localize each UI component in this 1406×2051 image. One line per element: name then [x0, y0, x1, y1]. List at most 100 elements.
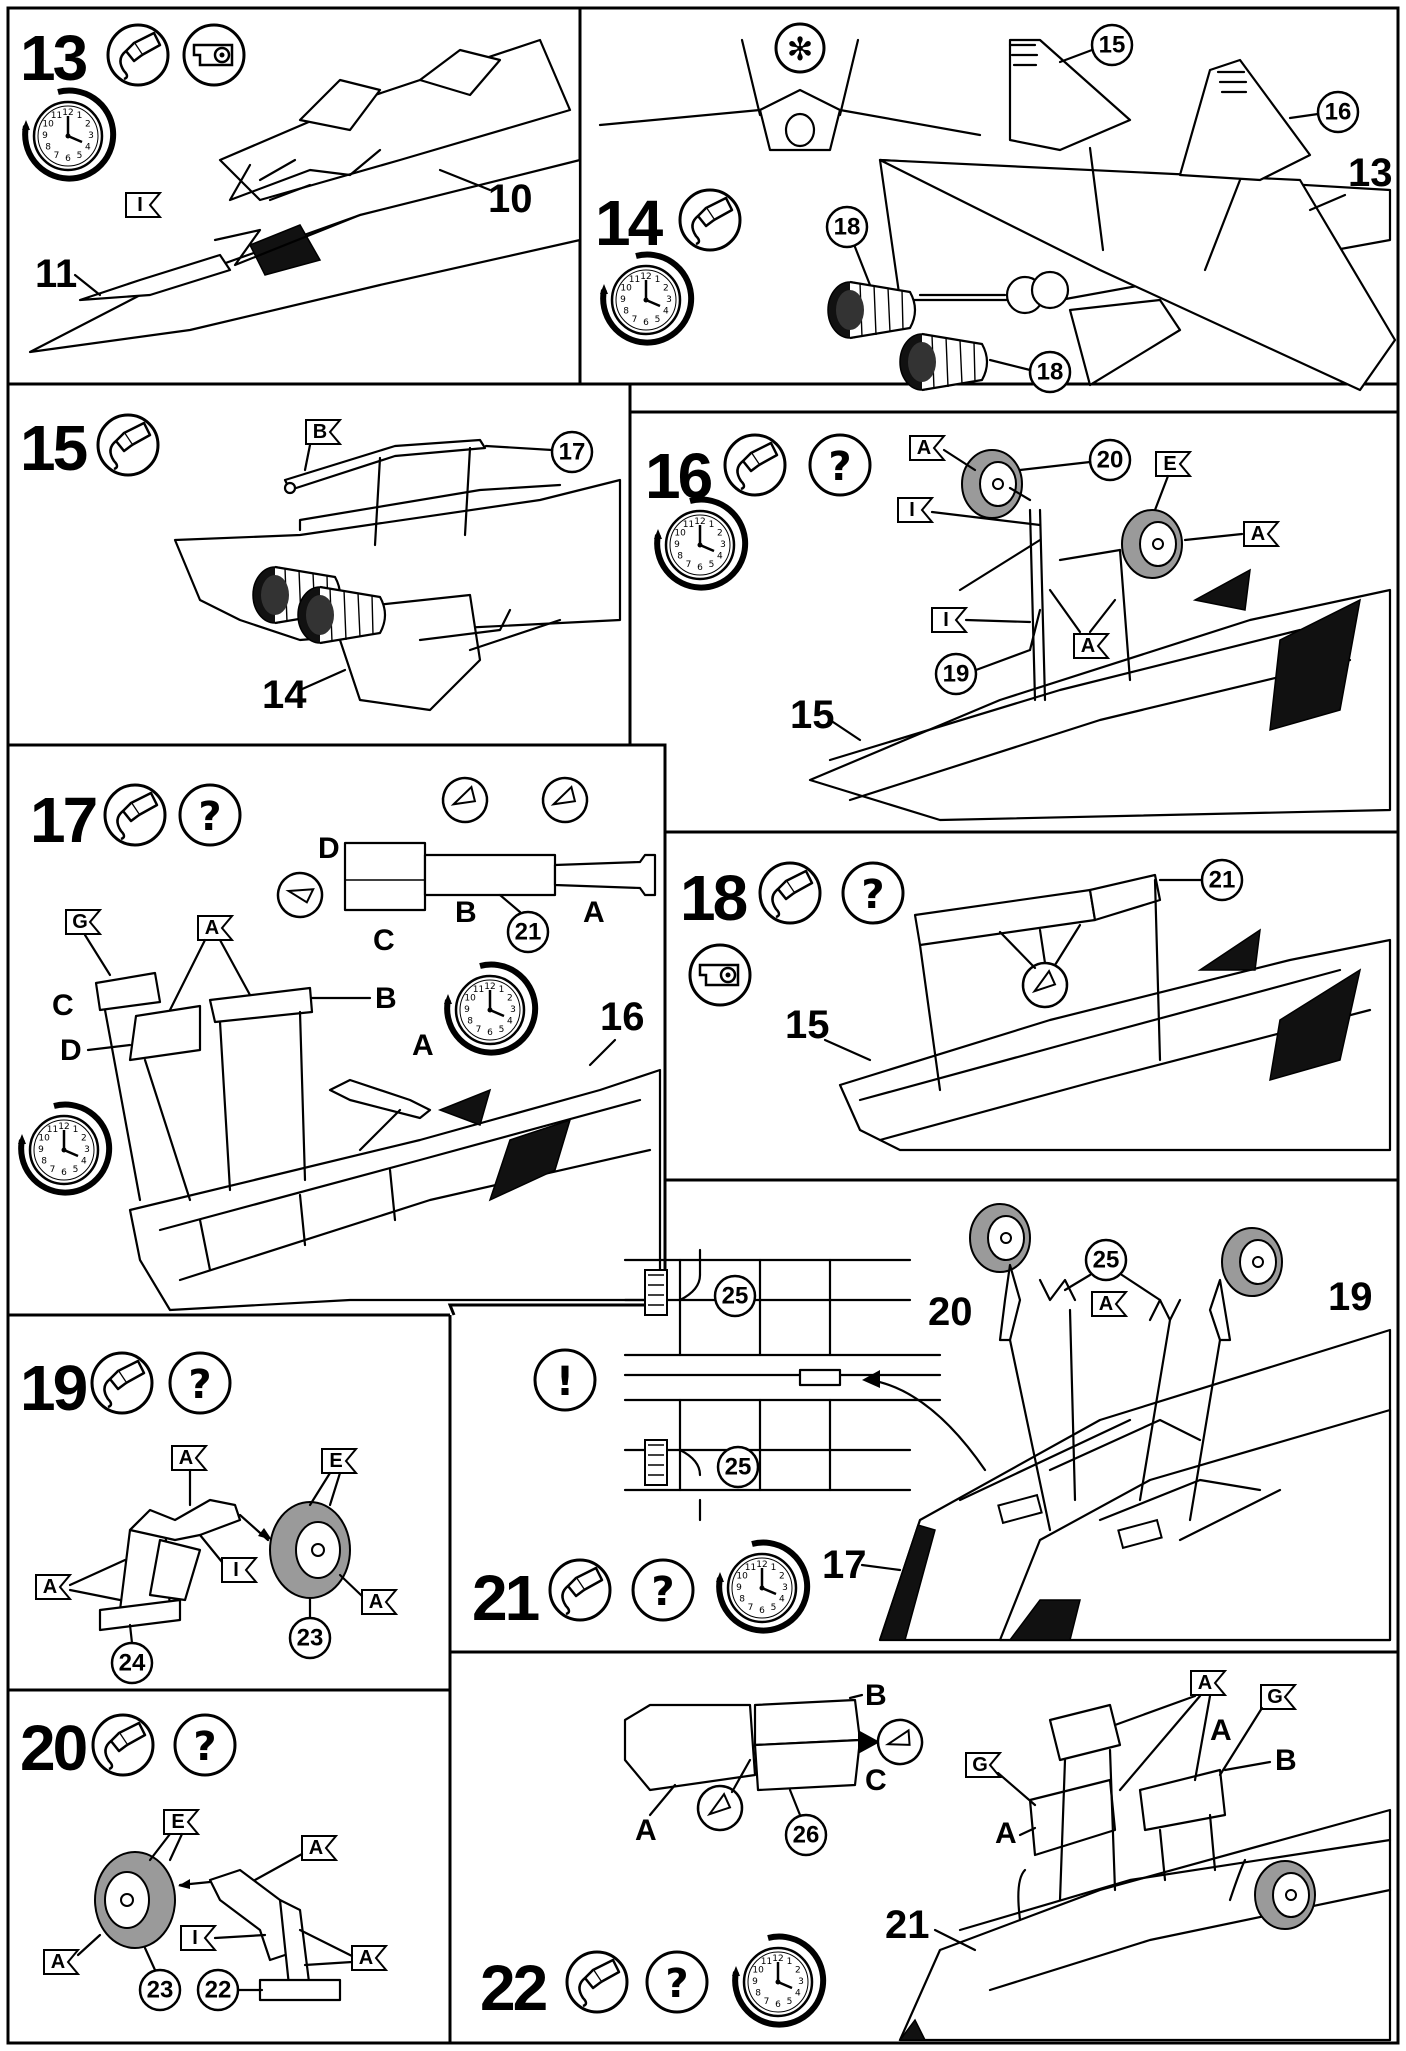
svg-text:G: G	[72, 911, 88, 933]
part-flag: A	[171, 1445, 209, 1471]
clock-number: 10	[42, 120, 54, 130]
svg-text:21: 21	[1209, 867, 1236, 894]
svg-text:A: A	[917, 437, 931, 459]
svg-text:!: !	[556, 1359, 574, 1405]
clock-number: 8	[467, 1017, 473, 1027]
tail-assembly	[878, 38, 1397, 392]
clock-number: 3	[666, 295, 672, 305]
part-flag: G	[65, 909, 103, 935]
svg-text:?: ?	[861, 872, 884, 918]
svg-text:E: E	[171, 1811, 184, 1833]
part-callout: 17	[822, 1543, 867, 1587]
svg-text:A: A	[1198, 1672, 1212, 1694]
clock-number: 4	[663, 307, 669, 317]
clock-number: 11	[629, 275, 640, 285]
fuselage-cockpit	[128, 1068, 662, 1312]
clock-number: 12	[694, 517, 705, 527]
main-wheel	[269, 1501, 351, 1599]
svg-text:?: ?	[188, 1362, 211, 1408]
svg-text:?: ?	[198, 794, 221, 840]
fuselage-top	[808, 568, 1392, 822]
clock-number: 1	[73, 1125, 79, 1135]
part-number-circle: 15	[1090, 23, 1134, 67]
clock-number: 6	[697, 563, 703, 573]
question-icon: ?	[173, 1713, 237, 1777]
clock-number: 2	[717, 529, 723, 539]
part-number-circle: 22	[196, 1968, 240, 2012]
clock-number: 7	[50, 1165, 56, 1175]
clock-number: 9	[42, 131, 48, 141]
part-flag: B	[305, 419, 343, 445]
svg-text:A: A	[179, 1447, 193, 1469]
landing-wheel	[1254, 1860, 1316, 1930]
clock-number: 6	[487, 1028, 493, 1038]
attention-icon: !	[533, 1348, 597, 1412]
part-letter: A	[583, 896, 605, 929]
part-number-circle: 23	[138, 1968, 182, 2012]
svg-text:15: 15	[1099, 32, 1126, 59]
svg-text:I: I	[943, 609, 949, 631]
part-letter: A	[412, 1029, 434, 1062]
clock-number: 1	[709, 520, 715, 530]
clock-number: 10	[620, 284, 632, 294]
question-icon: ?	[168, 1351, 232, 1415]
svg-text:25: 25	[1093, 1247, 1120, 1274]
clock-number: 5	[771, 1603, 777, 1613]
svg-text:A: A	[309, 1837, 323, 1859]
nose-gear-strut	[958, 508, 1132, 702]
part-callout: 15	[790, 693, 835, 737]
clock-number: 6	[65, 154, 71, 164]
part-number-circle: 24	[110, 1641, 154, 1685]
clock-number: 9	[752, 1977, 758, 1987]
clock-number: 2	[81, 1134, 87, 1144]
part-flag: E	[1155, 451, 1193, 477]
svg-text:B: B	[313, 421, 327, 443]
part-flag: I	[931, 607, 969, 633]
clock-number: 3	[782, 1583, 788, 1593]
clock-number: 6	[759, 1606, 765, 1616]
clock-number: 11	[761, 1957, 772, 1967]
part-number-circle: 25	[1084, 1238, 1128, 1282]
clock-number: 2	[663, 284, 669, 294]
svg-text:?: ?	[828, 444, 851, 490]
part-flag: I	[125, 192, 163, 218]
svg-text:G: G	[972, 1754, 988, 1776]
step-number: 14	[595, 187, 664, 259]
clock-number: 7	[686, 560, 692, 570]
canopy-plan-diagram	[343, 841, 657, 912]
part-number-circle: 18	[825, 205, 869, 249]
part-letter: A	[1210, 1714, 1232, 1747]
clock-number: 9	[620, 295, 626, 305]
clock-number: 7	[632, 315, 638, 325]
clock-number: 12	[58, 1122, 69, 1132]
panel-borders	[6, 6, 1400, 2045]
part-flag: A	[1091, 1291, 1129, 1317]
landing-wheel	[969, 1203, 1031, 1273]
part-callout: 19	[1328, 1275, 1373, 1319]
clock-number: 8	[677, 552, 683, 562]
clock-number: 1	[787, 1957, 793, 1967]
clock-number: 6	[643, 318, 649, 328]
clock-number: 7	[748, 1603, 754, 1613]
part-letter: C	[865, 1764, 887, 1797]
svg-text:A: A	[359, 1947, 373, 1969]
clock-number: 8	[755, 1989, 761, 1999]
part-callout: 11	[35, 252, 77, 296]
clock-number: 3	[510, 1005, 516, 1015]
svg-text:E: E	[1163, 453, 1176, 475]
clock-number: 8	[739, 1595, 745, 1605]
part-number-circle: 16	[1316, 90, 1360, 134]
landing-wheel	[1221, 1227, 1283, 1297]
svg-text:?: ?	[665, 1961, 688, 2007]
clock-number: 1	[77, 111, 83, 121]
clock-number: 9	[464, 1005, 470, 1015]
clock-number: 5	[787, 1997, 793, 2007]
svg-text:I: I	[909, 499, 915, 521]
clock-number: 12	[484, 982, 495, 992]
svg-text:A: A	[1251, 523, 1265, 545]
